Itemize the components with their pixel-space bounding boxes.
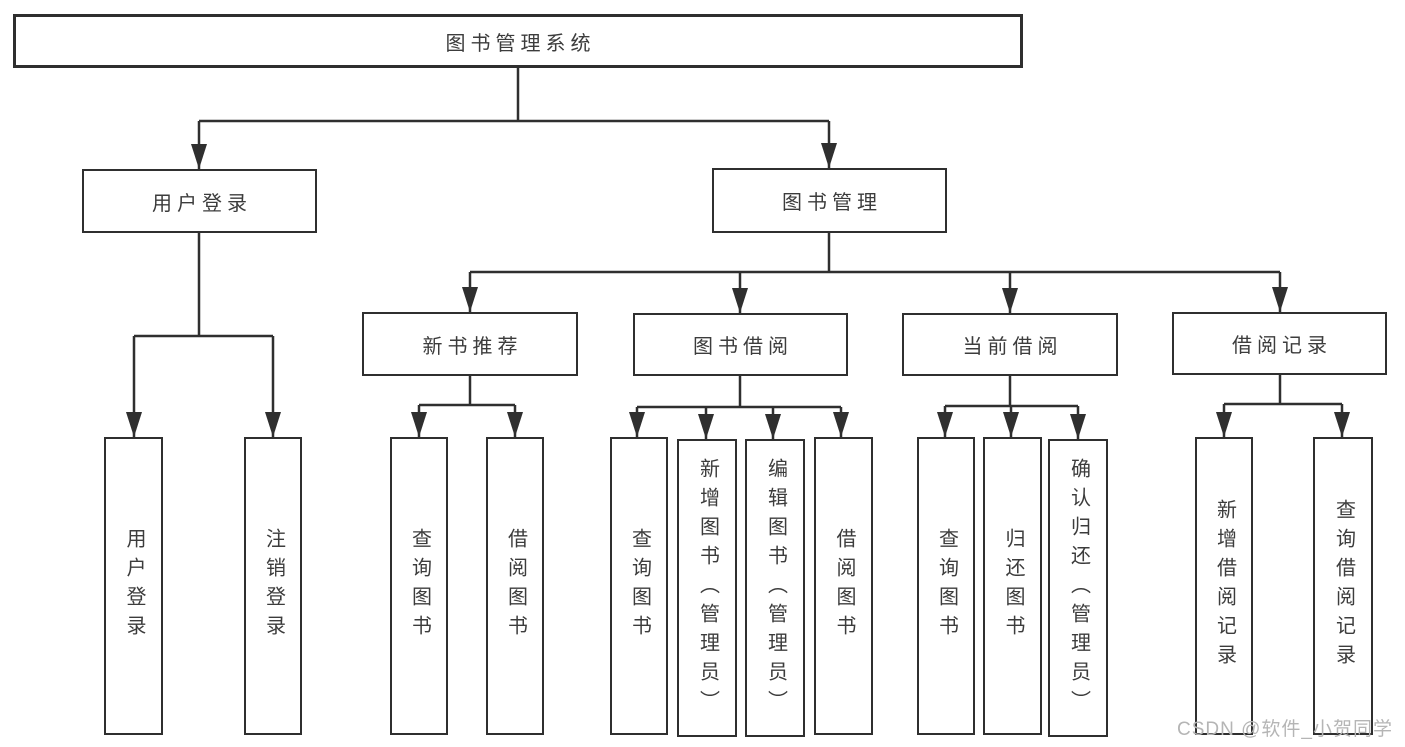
leaf-return-book: 归还图书 bbox=[983, 437, 1042, 735]
node-label: 借阅记录 bbox=[1232, 335, 1332, 357]
leaf-label: 确认归还（管理员） bbox=[1067, 457, 1090, 719]
leaf-label: 新增图书（管理员） bbox=[696, 457, 719, 719]
node-library-system: 图书管理系统 bbox=[13, 14, 1023, 68]
leaf-query-books-1: 查询图书 bbox=[390, 437, 448, 735]
leaf-label: 查询图书 bbox=[628, 528, 651, 644]
node-new-book-recommend: 新书推荐 bbox=[362, 312, 578, 376]
csdn-watermark: CSDN @软件_小贺同学 bbox=[1177, 719, 1393, 740]
node-current-borrowing: 当前借阅 bbox=[902, 313, 1118, 376]
leaf-add-book-admin: 新增图书（管理员） bbox=[677, 439, 737, 737]
node-label: 图书管理 bbox=[782, 192, 882, 214]
leaf-label: 查询图书 bbox=[408, 528, 431, 644]
leaf-query-books-2: 查询图书 bbox=[610, 437, 668, 735]
node-book-borrowing: 图书借阅 bbox=[633, 313, 848, 376]
leaf-borrow-books-2: 借阅图书 bbox=[814, 437, 873, 735]
leaf-label: 用户登录 bbox=[123, 528, 145, 644]
leaf-query-books-3: 查询图书 bbox=[917, 437, 975, 735]
leaf-label: 编辑图书（管理员） bbox=[764, 457, 787, 719]
leaf-logout: 注销登录 bbox=[244, 437, 302, 735]
leaf-confirm-return-admin: 确认归还（管理员） bbox=[1048, 439, 1108, 737]
leaf-label: 借阅图书 bbox=[504, 528, 527, 644]
node-borrowing-records: 借阅记录 bbox=[1172, 312, 1387, 375]
leaf-label: 查询借阅记录 bbox=[1332, 499, 1355, 673]
leaf-add-borrow-record: 新增借阅记录 bbox=[1195, 437, 1253, 735]
leaf-label: 归还图书 bbox=[1002, 528, 1024, 644]
leaf-label: 借阅图书 bbox=[833, 528, 855, 644]
leaf-edit-book-admin: 编辑图书（管理员） bbox=[745, 439, 805, 737]
leaf-user-login: 用户登录 bbox=[104, 437, 163, 735]
node-label: 当前借阅 bbox=[962, 336, 1063, 358]
leaf-label: 注销登录 bbox=[262, 528, 285, 644]
node-label: 新书推荐 bbox=[422, 335, 523, 358]
leaf-label: 查询图书 bbox=[935, 528, 958, 644]
leaf-borrow-books-1: 借阅图书 bbox=[486, 437, 544, 735]
node-label: 用户登录 bbox=[152, 192, 252, 215]
leaf-label: 新增借阅记录 bbox=[1213, 499, 1236, 673]
node-label: 图书管理系统 bbox=[445, 32, 596, 55]
node-book-management: 图书管理 bbox=[712, 168, 947, 233]
leaf-query-borrow-record: 查询借阅记录 bbox=[1313, 437, 1373, 735]
node-user-login: 用户登录 bbox=[82, 169, 317, 233]
node-label: 图书借阅 bbox=[693, 336, 793, 358]
